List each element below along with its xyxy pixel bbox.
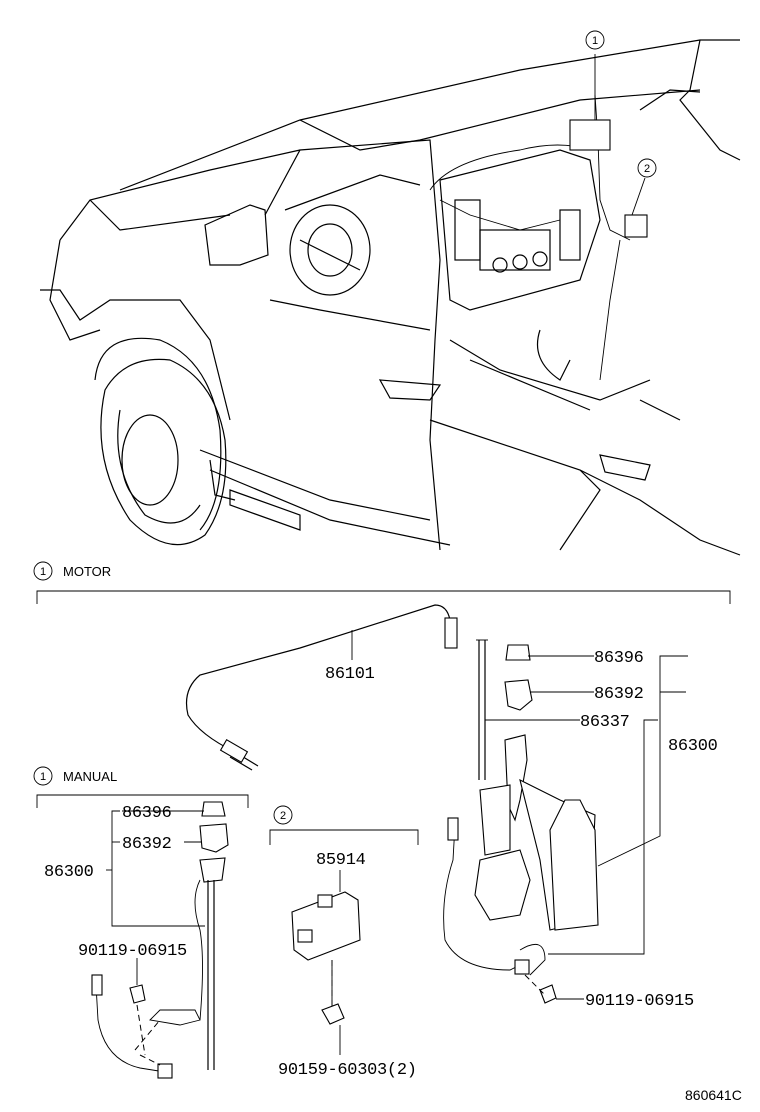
- svg-text:1: 1: [40, 771, 46, 783]
- part-label-90119-manual: 90119-06915: [78, 942, 187, 961]
- motor-section-header: 1 MOTOR: [33, 561, 731, 604]
- antenna-relay-85914: 85914 90159-60303(2): [278, 851, 417, 1080]
- part-label-86300-manual: 86300: [44, 863, 94, 882]
- relay-section-header: 2: [269, 805, 419, 845]
- diagram-code: 860641C: [685, 1087, 742, 1103]
- part-label-86392-manual: 86392: [122, 835, 172, 854]
- part-label-90159: 90159-60303(2): [278, 1061, 417, 1080]
- vehicle-callout-2: 2: [637, 158, 657, 178]
- part-label-86396-motor: 86396: [594, 649, 644, 668]
- motor-antenna-assembly: [443, 639, 599, 1004]
- part-label-86101: 86101: [325, 665, 375, 684]
- motor-part-labels: 86396 86392 86337 86300 90119-06915: [485, 649, 718, 1011]
- svg-text:2: 2: [280, 810, 286, 822]
- part-label-86392-motor: 86392: [594, 685, 644, 704]
- svg-text:1: 1: [592, 35, 598, 47]
- manual-section-header: 1 MANUAL: [33, 766, 249, 808]
- part-label-86396-manual: 86396: [122, 804, 172, 823]
- part-label-85914: 85914: [316, 851, 366, 870]
- svg-text:MANUAL: MANUAL: [63, 769, 117, 784]
- manual-part-labels: 86396 86392 86300 90119-06915: [44, 804, 205, 985]
- part-label-90119-motor: 90119-06915: [585, 992, 694, 1011]
- part-label-86300-motor: 86300: [668, 737, 718, 756]
- vehicle-illustration: [40, 39, 741, 556]
- part-label-86337: 86337: [580, 713, 630, 732]
- svg-text:1: 1: [40, 566, 46, 578]
- svg-text:MOTOR: MOTOR: [63, 564, 111, 579]
- vehicle-callout-1: 1: [585, 30, 605, 50]
- manual-antenna-assembly: [91, 801, 229, 1079]
- svg-text:2: 2: [644, 163, 650, 175]
- antenna-cable-86101: 86101: [185, 604, 458, 771]
